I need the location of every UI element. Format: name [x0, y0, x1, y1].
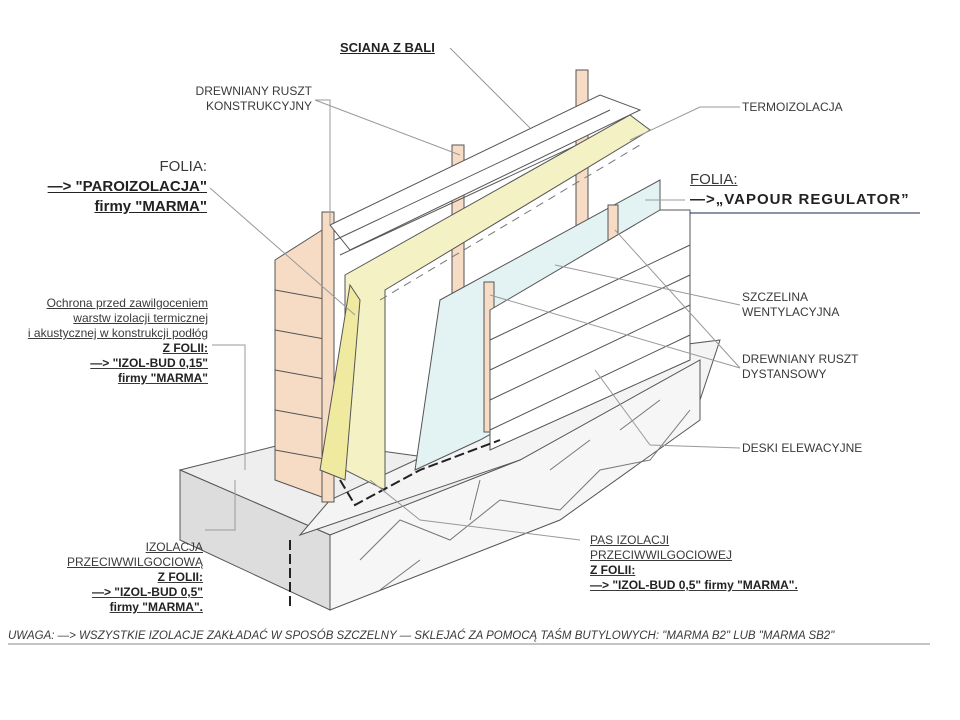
- label-line: —> "IZOL-BUD 0,5" firmy "MARMA".: [590, 578, 798, 592]
- title-sciana-z-bali: SCIANA Z BALI: [340, 40, 435, 55]
- facade-boards: [489, 209, 691, 451]
- leader-lines: [205, 47, 741, 541]
- label-line: —> "IZOL-BUD 0,5": [91, 585, 203, 599]
- label-line: FOLIA:: [690, 171, 738, 188]
- stone-wall: [329, 359, 701, 611]
- label-line: firmy "MARMA": [94, 198, 207, 215]
- label-line: KONSTRUKCYJNY: [205, 99, 312, 113]
- label-line: —> "IZOL-BUD 0,15": [90, 356, 208, 370]
- label-termoizolacja: TERMOIZOLACJA: [742, 100, 843, 114]
- label-line: DYSTANSOWY: [742, 367, 827, 381]
- label-line: FOLIA:: [159, 158, 207, 175]
- label-folia-paroizolacja: FOLIA: —> "PAROIZOLACJA" firmy "MARMA": [48, 157, 207, 217]
- label-line: DREWNIANY RUSZT: [195, 84, 312, 98]
- label-deski-elewacyjne: DESKI ELEWACYJNE: [742, 441, 863, 455]
- label-line: Z FOLII:: [590, 563, 636, 577]
- label-line: Z FOLII:: [162, 341, 208, 355]
- label-ochrona: Ochrona przed zawilgoceniem warstw izola…: [28, 296, 208, 386]
- label-line: i akustycznej w konstrukcji podłóg: [27, 326, 208, 340]
- note-uwaga: UWAGA: —> WSZYSTKIE IZOLACJE ZAKŁADAĆ W …: [8, 630, 835, 642]
- label-line: warstw izolacji termicznej: [73, 311, 208, 325]
- label-line: firmy "MARMA".: [109, 600, 203, 614]
- label-line: Z FOLII:: [157, 570, 203, 584]
- label-line: Ochrona przed zawilgoceniem: [46, 296, 208, 310]
- label-line: SZCZELINA: [742, 290, 809, 304]
- label-line: —>„VAPOUR REGULATOR”: [690, 191, 910, 208]
- label-line: PRZECIWWILGOCIOWĄ: [67, 555, 203, 569]
- label-line: PRZECIWWILGOCIOWEJ: [590, 548, 732, 562]
- label-line: —> "PAROIZOLACJA": [47, 178, 207, 195]
- label-line: DREWNIANY RUSZT: [742, 352, 859, 366]
- label-line: WENTYLACYJNA: [742, 305, 840, 319]
- label-folia-vapour-regulator: FOLIA: —>„VAPOUR REGULATOR”: [690, 170, 910, 210]
- label-ruszt-konstrukcyjny: DREWNIANY RUSZT KONSTRUKCYJNY: [196, 84, 312, 114]
- label-szczelina: SZCZELINA WENTYLACYJNA: [742, 290, 839, 320]
- label-ruszt-dystansowy: DREWNIANY RUSZT DYSTANSOWY: [742, 352, 858, 382]
- label-line: firmy "MARMA": [117, 371, 208, 385]
- label-line: PAS IZOLACJI: [590, 533, 670, 547]
- label-izolacja-przeciwwilgociowa: IZOLACJA PRZECIWWILGOCIOWĄ Z FOLII: —> "…: [67, 540, 203, 615]
- damp-proof-strip: [339, 439, 501, 507]
- label-pas-izolacji: PAS IZOLACJI PRZECIWWILGOCIOWEJ Z FOLII:…: [590, 533, 798, 593]
- vapour-barrier: [319, 283, 361, 481]
- label-line: IZOLACJA: [145, 540, 203, 554]
